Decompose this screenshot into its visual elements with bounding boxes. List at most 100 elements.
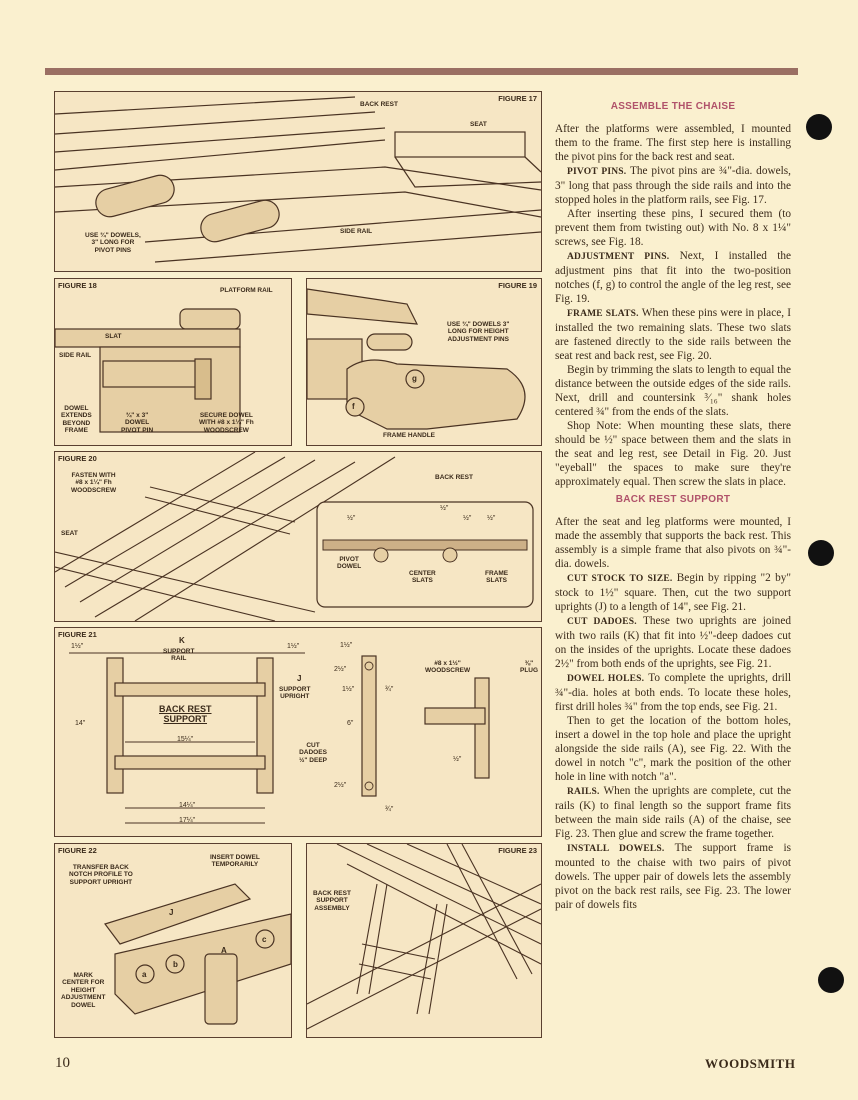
fig21-dim-1half-a: 1½"	[340, 642, 353, 649]
fig22-a-marker: A	[221, 946, 227, 955]
figure-20-label: FIGURE 20	[58, 454, 97, 463]
fig21-dim-1half-b: 1½"	[342, 686, 355, 693]
figure-22: FIGURE 22 TRANSFER BACK NOTCH PROFILE TO…	[54, 843, 292, 1038]
fig18-platform-rail-callout: PLATFORM RAIL	[220, 287, 273, 294]
fig20-dim-3: ½"	[463, 515, 472, 522]
figure-17: FIGURE 17 BACK REST SEAT SIDE RAIL USE ¾…	[54, 91, 542, 272]
fig21-plug-callout: ⅜" PLUG	[520, 660, 539, 675]
figure-23-label: FIGURE 23	[498, 846, 537, 855]
fig20-center-callout: CENTER SLATS	[409, 570, 436, 585]
paragraph-13-body: When the uprights are complete, cut the …	[555, 785, 791, 840]
heading-assemble-chaise: ASSEMBLE THE CHAISE	[610, 101, 736, 112]
fig18-pivot-pin-callout: ¾" x 3" DOWEL PIVOT PIN	[121, 412, 154, 434]
paragraph-13: RAILS. When the uprights are complete, c…	[555, 784, 791, 841]
fig21-title: BACK REST SUPPORT	[159, 704, 212, 725]
paragraph-14: INSTALL DOWELS. The support frame is mou…	[555, 841, 791, 912]
fig18-side-rail-callout: SIDE RAIL	[59, 352, 92, 359]
figure-23: FIGURE 23 BACK REST SUPPORT ASSEMBLY	[306, 843, 542, 1038]
figure-21: FIGURE 21 K SUPPORT RAIL J SUPPORT UPRIG…	[54, 627, 542, 837]
fig20-dim-4: ½"	[487, 515, 496, 522]
lead-rails: RAILS.	[567, 787, 600, 797]
paragraph-2: PIVOT PINS. The pivot pins are ¾"-dia. d…	[555, 164, 791, 207]
figure-18-label: FIGURE 18	[58, 281, 97, 290]
paragraph-11: DOWEL HOLES. To complete the uprights, d…	[555, 671, 791, 714]
lead-cut-dadoes: CUT DADOES.	[567, 617, 637, 627]
figure-22-label: FIGURE 22	[58, 846, 97, 855]
fig23-assembly-callout: BACK REST SUPPORT ASSEMBLY	[313, 890, 351, 912]
fig21-dim-1half-left: 1½"	[71, 643, 84, 650]
paragraph-4-body: Next, I installed the adjustment pins th…	[555, 250, 792, 305]
fig17-back-rest-callout: BACK REST	[360, 101, 398, 108]
lead-install-dowels: INSTALL DOWELS.	[567, 844, 665, 854]
fig21-dim-1half-right: 1½"	[287, 643, 300, 650]
paragraph-11-body: To complete the uprights, drill ¾"-dia. …	[555, 672, 791, 713]
fig21-dim-14b: 14¼"	[179, 802, 196, 809]
figure-19-drawing	[307, 288, 526, 430]
lead-pivot-pins: PIVOT PINS.	[567, 167, 627, 177]
fig22-insert-callout: INSERT DOWEL TEMPORARILY	[210, 854, 260, 869]
paragraph-5-body: When these pins were in place, I install…	[555, 307, 791, 362]
fig19-handle-callout: FRAME HANDLE	[383, 432, 435, 439]
paragraph-12: Then to get the location of the bottom h…	[555, 715, 791, 783]
fig21-dim-17: 17¼"	[179, 817, 196, 824]
figure-23-drawing	[307, 844, 541, 1030]
paragraph-10-body: These two uprights are joined with two r…	[555, 615, 791, 670]
fig20-fasten-callout: FASTEN WITH #8 x 1¼" Fh WOODSCREW	[71, 472, 117, 494]
fig21-j-marker: J	[297, 674, 302, 683]
fig18-secure-callout: SECURE DOWEL WITH #8 x 1¼" Fh WOODSCREW	[199, 412, 254, 434]
fig21-dim-34b: ¾"	[385, 806, 394, 813]
figure-20: FIGURE 20 FASTEN WITH #8 x 1¼" Fh WOODSC…	[54, 451, 542, 622]
top-rule	[45, 68, 798, 75]
fig22-c-marker: c	[262, 935, 267, 944]
fig20-seat-callout: SEAT	[61, 530, 78, 537]
fig20-frame-callout: FRAME SLATS	[485, 570, 509, 585]
fig18-slat-callout: SLAT	[105, 333, 122, 340]
binder-hole-bottom	[818, 967, 844, 993]
paragraph-8: After the seat and leg platforms were mo…	[555, 516, 791, 570]
paragraph-5: FRAME SLATS. When these pins were in pla…	[555, 306, 791, 363]
lead-frame-slats: FRAME SLATS.	[567, 309, 639, 319]
fig19-dowels-callout: USE ¾" DOWELS 3" LONG FOR HEIGHT ADJUSTM…	[447, 321, 510, 343]
figure-21-drawing	[69, 652, 490, 824]
fig17-side-rail-callout: SIDE RAIL	[340, 228, 373, 235]
fig21-dim-6: 6"	[347, 720, 354, 727]
fig22-a-lower-marker: a	[142, 970, 147, 979]
lead-adjustment-pins: ADJUSTMENT PINS.	[567, 252, 670, 262]
fig20-back-rest-callout: BACK REST	[435, 474, 473, 481]
figure-20-drawing	[55, 452, 534, 621]
fig21-dim-2half: 2½"	[334, 666, 347, 673]
fig21-cut-callout: CUT DADOES ½" DEEP	[299, 742, 328, 764]
lead-dowel-holes: DOWEL HOLES.	[567, 674, 645, 684]
paragraph-14-body: The support frame is mounted to the chai…	[555, 842, 791, 911]
paragraph-9: CUT STOCK TO SIZE. Begin by ripping "2 b…	[555, 571, 791, 614]
paragraph-6: Begin by trimming the slats to length to…	[555, 364, 791, 418]
magazine-brand: WOODSMITH	[705, 1056, 796, 1071]
fig19-g-marker: g	[412, 374, 417, 383]
figure-18-drawing	[55, 308, 241, 433]
figure-17-label: FIGURE 17	[498, 94, 537, 103]
binder-hole-middle	[808, 540, 834, 566]
paragraph-2-body: The pivot pins are ¾"-dia. dowels, 3" lo…	[555, 165, 791, 206]
paragraph-3: After inserting these pins, I secured th…	[555, 208, 791, 248]
figure-22-drawing	[104, 883, 291, 1025]
fig21-k-marker-top: K	[179, 636, 185, 645]
figure-21-label: FIGURE 21	[58, 630, 97, 639]
fig20-pivot-callout: PIVOT DOWEL	[337, 556, 362, 571]
paragraph-7: Shop Note: When mounting these slats, th…	[555, 420, 791, 488]
fig19-f-marker: f	[352, 402, 355, 411]
fig21-dim-34a: ¾"	[385, 686, 394, 693]
paragraph-4: ADJUSTMENT PINS. Next, I installed the a…	[555, 249, 791, 306]
fig21-dim-15: 15¼"	[177, 736, 194, 743]
fig21-dim-2half-b: 2½"	[334, 782, 347, 789]
fig17-dowels-callout: USE ¾" DOWELS, 3" LONG FOR PIVOT PINS	[85, 232, 141, 254]
fig21-support-upright-callout: SUPPORT UPRIGHT	[279, 686, 311, 701]
fig21-support-rail-callout: SUPPORT RAIL	[163, 648, 195, 663]
heading-back-rest-support: BACK REST SUPPORT	[615, 494, 731, 505]
fig18-dowel-extends-callout: DOWEL EXTENDS BEYOND FRAME	[61, 405, 92, 435]
fig22-transfer-callout: TRANSFER BACK NOTCH PROFILE TO SUPPORT U…	[69, 864, 133, 886]
fig22-b-marker: b	[173, 960, 178, 969]
binder-hole-top	[806, 114, 832, 140]
figure-18: FIGURE 18 PLATFORM RAIL SLAT SIDE RAIL D…	[54, 278, 292, 446]
figure-19: FIGURE 19 USE ¾" DOWELS 3" LONG FOR HEIG…	[306, 278, 542, 446]
paragraph-10: CUT DADOES. These two uprights are joine…	[555, 614, 791, 671]
